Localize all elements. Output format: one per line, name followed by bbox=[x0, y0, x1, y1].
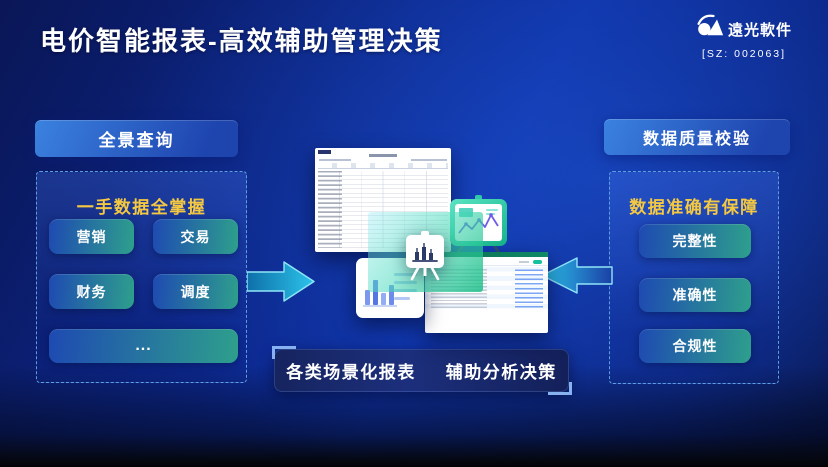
ygsoft-logo-icon bbox=[696, 13, 724, 45]
tag-compliance[interactable]: 合规性 bbox=[639, 329, 751, 363]
table-toolbar-strip bbox=[425, 252, 548, 257]
tag-dispatch[interactable]: 调度 bbox=[153, 274, 238, 309]
tag-more[interactable]: ... bbox=[49, 329, 238, 363]
right-flow-arrow-icon bbox=[541, 257, 613, 299]
tag-integrity[interactable]: 完整性 bbox=[639, 224, 751, 258]
stock-code: [SZ: 002063] bbox=[701, 48, 787, 60]
link-column bbox=[515, 268, 543, 308]
page-title: 电价智能报表-高效辅助管理决策 bbox=[40, 26, 443, 56]
bottom-caption-banner: 各类场景化报表 辅助分析决策 bbox=[272, 346, 572, 395]
tag-finance[interactable]: 财务 bbox=[49, 274, 134, 309]
left-data-sources-box: 一手数据全掌握 营销 交易 财务 调度 ... bbox=[36, 171, 247, 383]
data-table-screenshot bbox=[425, 252, 548, 333]
data-quality-check-button[interactable]: 数据质量校验 bbox=[604, 119, 790, 155]
tag-trading[interactable]: 交易 bbox=[153, 219, 238, 254]
corner-bracket-top-left bbox=[272, 346, 296, 359]
bar-chart-icon bbox=[365, 280, 394, 305]
panorama-query-button[interactable]: 全景查询 bbox=[35, 120, 238, 157]
company-logo: 遠光軟件 [SZ: 002063] bbox=[688, 13, 800, 60]
corner-bracket-bottom-right bbox=[548, 382, 572, 395]
left-box-subtitle: 一手数据全掌握 bbox=[76, 198, 207, 217]
right-data-quality-box: 数据准确有保障 完整性 准确性 合规性 bbox=[609, 171, 779, 384]
table-header-row bbox=[318, 163, 448, 169]
banner-text-left: 各类场景化报表 bbox=[286, 363, 416, 382]
left-flow-arrow-icon bbox=[246, 261, 315, 307]
tag-marketing[interactable]: 营销 bbox=[49, 219, 134, 254]
table-title-line bbox=[369, 154, 397, 157]
tag-accuracy[interactable]: 准确性 bbox=[639, 278, 751, 312]
right-box-subtitle: 数据准确有保障 bbox=[629, 198, 759, 217]
easel-chart-icon bbox=[404, 231, 446, 286]
company-name: 遠光軟件 bbox=[727, 21, 792, 39]
toggle-pill-icon bbox=[533, 259, 542, 264]
banner-text-right: 辅助分析决策 bbox=[445, 363, 557, 382]
table-tag bbox=[318, 150, 331, 154]
